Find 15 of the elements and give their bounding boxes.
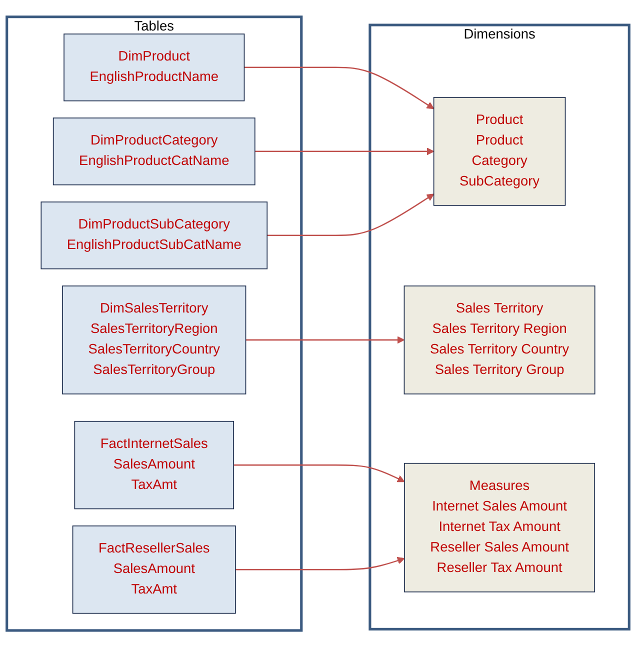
node-box: Product Product Category SubCategory (433, 96, 566, 206)
node-box: DimSalesTerritory SalesTerritoryRegion SalesTerritoryCountry SalesTerritoryGroup (62, 285, 246, 394)
arrow (246, 336, 405, 344)
node-box: Measures Internet Sales Amount Internet Tax Amount Reseller Sales Amount Reseller Tax Amount (404, 462, 596, 592)
arrow (254, 147, 434, 155)
node-box: DimProduct EnglishProductName (64, 33, 245, 102)
node-box: FactResellerSales SalesAmount TaxAmt (72, 525, 236, 614)
node-box: DimProductSubCategory EnglishProductSubCatName (40, 201, 268, 270)
arrow (235, 556, 405, 570)
node-box: FactInternetSales SalesAmount TaxAmt (74, 420, 234, 510)
arrow (234, 464, 405, 482)
arrow (244, 66, 434, 109)
arrow (267, 194, 434, 236)
node-box: DimProductCategory EnglishProductCatName (52, 117, 256, 186)
node-box: Sales Territory Sales Territory Region Sales Territory Country Sales Territory Group (404, 285, 596, 394)
